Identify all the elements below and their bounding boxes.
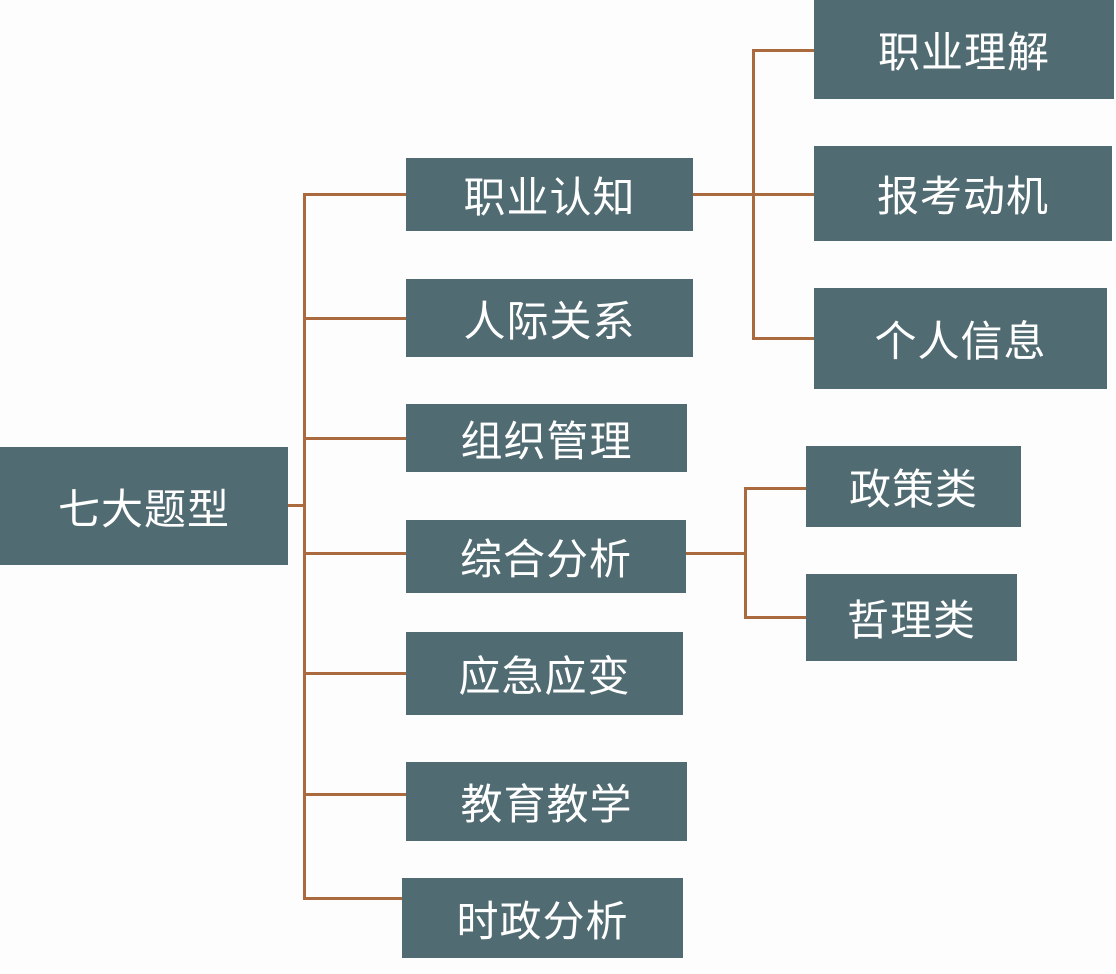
node-policy: 政策类: [806, 446, 1021, 527]
node-current-affairs: 时政分析: [402, 878, 683, 958]
node-personal-info: 个人信息: [814, 288, 1107, 389]
connector: [303, 317, 406, 320]
node-philosophy: 哲理类: [806, 574, 1017, 661]
node-career-cognition: 职业认知: [406, 158, 693, 231]
connector: [744, 487, 747, 618]
connector: [303, 193, 306, 899]
connector: [744, 616, 806, 619]
node-interpersonal: 人际关系: [406, 279, 693, 357]
node-organization: 组织管理: [406, 404, 687, 472]
connector: [752, 337, 814, 340]
connector: [303, 672, 406, 675]
connector: [686, 552, 746, 555]
connector: [288, 504, 306, 507]
node-comprehensive-analysis: 综合分析: [406, 520, 686, 593]
connector: [303, 897, 403, 900]
connector: [303, 193, 406, 196]
root-node: 七大题型: [0, 447, 288, 565]
node-emergency: 应急应变: [406, 632, 683, 715]
connector: [744, 487, 806, 490]
node-career-understanding: 职业理解: [814, 0, 1114, 99]
connector: [752, 49, 755, 339]
connector: [303, 437, 406, 440]
node-education: 教育教学: [406, 762, 687, 841]
connector: [303, 552, 406, 555]
node-motivation: 报考动机: [814, 146, 1112, 241]
connector: [752, 49, 814, 52]
connector: [303, 793, 406, 796]
